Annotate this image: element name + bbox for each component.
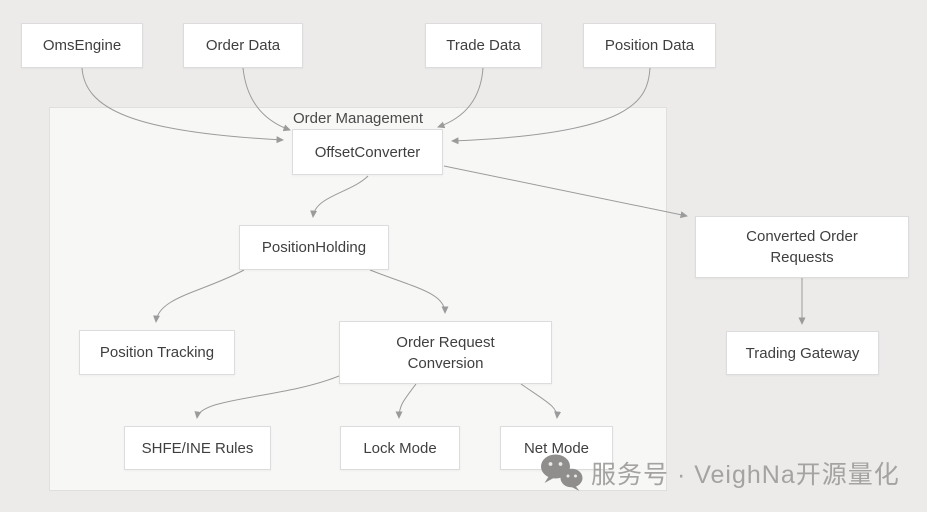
node-lock-mode-label: Lock Mode — [363, 439, 437, 457]
node-order-request-conversion-label-line2: Conversion — [407, 354, 484, 372]
node-oms-engine: OmsEngine — [21, 23, 143, 68]
node-position-tracking-label: Position Tracking — [99, 344, 215, 361]
watermark-text: 服务号 · VeighNa开源量化 — [591, 461, 900, 489]
node-oms-engine-label: OmsEngine — [42, 37, 122, 54]
node-shfe-ine-rules: SHFE/INE Rules — [124, 426, 271, 470]
node-trade-data: Trade Data — [425, 23, 542, 68]
node-position-holding: PositionHolding — [239, 225, 389, 270]
node-trading-gateway: Trading Gateway — [726, 331, 879, 375]
node-order-data-label: Order Data — [205, 37, 281, 54]
node-converted-order-requests: Converted Order Requests — [695, 216, 909, 278]
node-trade-data-label: Trade Data — [446, 37, 521, 54]
node-offset-converter-label: OffsetConverter — [314, 143, 421, 161]
node-trading-gateway-label: Trading Gateway — [745, 344, 860, 362]
node-converted-order-requests-label-line2: Requests — [770, 249, 834, 266]
node-order-request-conversion: Order Request Conversion — [339, 321, 552, 384]
node-order-data: Order Data — [183, 23, 303, 68]
node-order-request-conversion-label-line1: Order Request — [396, 333, 495, 351]
node-position-data: Position Data — [583, 23, 716, 68]
node-shfe-ine-rules-label: SHFE/INE Rules — [141, 439, 254, 457]
node-converted-order-requests-label-line1: Converted Order — [746, 228, 858, 245]
node-net-mode-label: Net Mode — [523, 439, 590, 457]
node-position-holding-label: PositionHolding — [261, 239, 367, 256]
node-offset-converter: OffsetConverter — [292, 129, 443, 175]
node-position-data-label: Position Data — [604, 37, 695, 54]
node-lock-mode: Lock Mode — [340, 426, 460, 470]
order-management-label: Order Management — [293, 110, 424, 127]
wechat-icon — [541, 454, 583, 491]
node-position-tracking: Position Tracking — [79, 330, 235, 375]
watermark: 服务号 · VeighNa开源量化 — [540, 453, 900, 493]
